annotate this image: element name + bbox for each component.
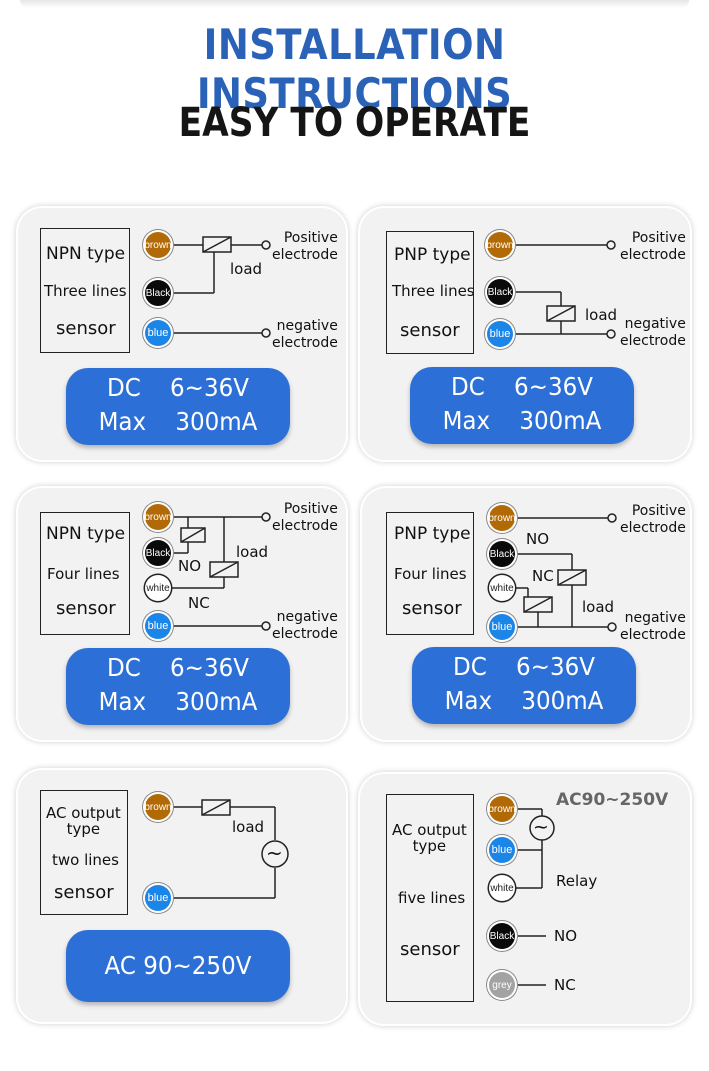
panel-npn-four-lines: NPN type Four lines sensor brown Black w… [18, 488, 346, 740]
blue-wire-dot: blue [489, 837, 515, 863]
load-label: load [232, 818, 265, 836]
brown-wire-dot: brown [144, 794, 172, 820]
blue-wire-dot: blue [489, 614, 515, 640]
spec-voltage: DC 6~36V [453, 652, 595, 681]
negative-electrode-label: negative electrode [620, 316, 686, 349]
spec-voltage: DC 6~36V [451, 372, 593, 401]
sensor-type-label: NPN type [46, 244, 126, 264]
sensor-type-label: PNP type [394, 245, 471, 265]
spec-voltage: AC 90~250V [104, 951, 252, 980]
sensor-lines-label: two lines [52, 851, 119, 869]
load-label: load [236, 543, 269, 561]
sensor-box [40, 790, 128, 915]
panel-npn-three-lines: NPN type Three lines sensor brown Black … [18, 208, 346, 460]
ac-source-symbol: ~ [266, 841, 283, 865]
blue-wire-dot: blue [145, 885, 171, 911]
load-label: load [230, 260, 263, 278]
nc-label: NC [554, 976, 576, 994]
panel-ac-two-lines: ~ AC output type two lines sensor brown … [18, 770, 346, 1022]
spec-current: Max 300mA [98, 687, 258, 716]
brown-wire-dot: brown [488, 505, 516, 531]
sensor-label: sensor [56, 598, 116, 619]
sensor-box [386, 794, 474, 1002]
sensor-lines-label: Three lines [392, 282, 475, 300]
white-wire-dot: white [489, 875, 515, 901]
sensor-lines-label: Four lines [47, 565, 120, 583]
spec-current: Max 300mA [444, 686, 604, 715]
sensor-box [386, 512, 474, 635]
brown-wire-dot: brown [144, 232, 172, 258]
sensor-lines-label: Four lines [394, 565, 467, 583]
positive-electrode-label: Positive electrode [272, 230, 338, 263]
sensor-box [40, 512, 130, 635]
sensor-label: sensor [56, 318, 116, 339]
brown-wire-dot: brown [486, 232, 514, 258]
npn4-wiring-diagram [172, 512, 271, 631]
blue-wire-dot: blue [487, 321, 513, 347]
top-shadow-bar [20, 0, 689, 8]
white-wire-dot: white [489, 575, 515, 601]
brown-wire-dot: brown [488, 796, 516, 822]
sensor-label: sensor [54, 882, 114, 903]
ac-source-symbol: ~ [533, 816, 549, 838]
sensor-box [386, 231, 474, 354]
negative-electrode-label: negative electrode [620, 610, 686, 643]
ac5-wiring-diagram [516, 808, 555, 986]
sensor-lines-label: five lines [398, 889, 466, 907]
negative-electrode-label: negative electrode [272, 318, 338, 351]
ac-voltage-label: AC90~250V [556, 790, 669, 810]
page-subtitle: EASY TO OPERATE [178, 100, 531, 146]
brown-wire-dot: brown [144, 504, 172, 530]
load-label: load [582, 598, 615, 616]
sensor-type-label: AC output type [46, 804, 121, 838]
positive-electrode-label: Positive electrode [620, 230, 686, 263]
black-wire-dot: Black [489, 541, 515, 567]
no-label: NO [178, 557, 202, 575]
sensor-label: sensor [402, 598, 462, 619]
spec-badge: AC 90~250V [66, 930, 290, 1002]
sensor-label: sensor [400, 939, 460, 960]
negative-electrode-label: negative electrode [272, 609, 338, 642]
pnp4-wiring-diagram [516, 513, 617, 632]
sensor-type-label: PNP type [394, 524, 471, 544]
spec-badge: DC 6~36V Max 300mA [66, 648, 290, 725]
spec-current: Max 300mA [98, 407, 258, 436]
sensor-type-label: NPN type [46, 524, 126, 544]
blue-wire-dot: blue [145, 320, 171, 346]
black-wire-dot: Black [489, 923, 515, 949]
panel-ac-five-lines: ~ AC output type five lines sensor brown… [360, 774, 690, 1024]
panel-pnp-three-lines: PNP type Three lines sensor brown Black … [360, 208, 690, 460]
ac2-wiring-diagram [172, 799, 289, 899]
page-title: INSTALLATION INSTRUCTIONS [196, 20, 513, 118]
spec-badge: DC 6~36V Max 300mA [410, 367, 634, 444]
blue-wire-dot: blue [145, 613, 171, 639]
grey-wire-dot: grey [489, 972, 515, 998]
white-wire-dot: white [145, 575, 171, 601]
sensor-type-label: AC output type [392, 821, 467, 855]
positive-electrode-label: Positive electrode [272, 501, 338, 534]
black-wire-dot: Black [487, 279, 513, 305]
relay-label: Relay [556, 872, 598, 890]
black-wire-dot: Black [145, 540, 171, 566]
sensor-label: sensor [400, 320, 460, 341]
nc-label: NC [532, 567, 554, 585]
sensor-lines-label: Three lines [44, 282, 127, 300]
npn3-wiring-diagram [172, 236, 271, 338]
spec-voltage: DC 6~36V [107, 653, 249, 682]
spec-badge: DC 6~36V Max 300mA [412, 647, 636, 724]
nc-label: NC [188, 594, 210, 612]
positive-electrode-label: Positive electrode [620, 503, 686, 536]
spec-badge: DC 6~36V Max 300mA [66, 368, 290, 445]
no-label: NO [526, 530, 550, 548]
spec-current: Max 300mA [442, 406, 602, 435]
pnp3-wiring-diagram [514, 240, 616, 339]
sensor-box [40, 228, 130, 353]
no-label: NO [554, 927, 578, 945]
panel-pnp-four-lines: PNP type Four lines sensor brown Black w… [362, 488, 690, 740]
black-wire-dot: Black [145, 280, 171, 306]
load-label: load [585, 306, 618, 324]
spec-voltage: DC 6~36V [107, 373, 249, 402]
